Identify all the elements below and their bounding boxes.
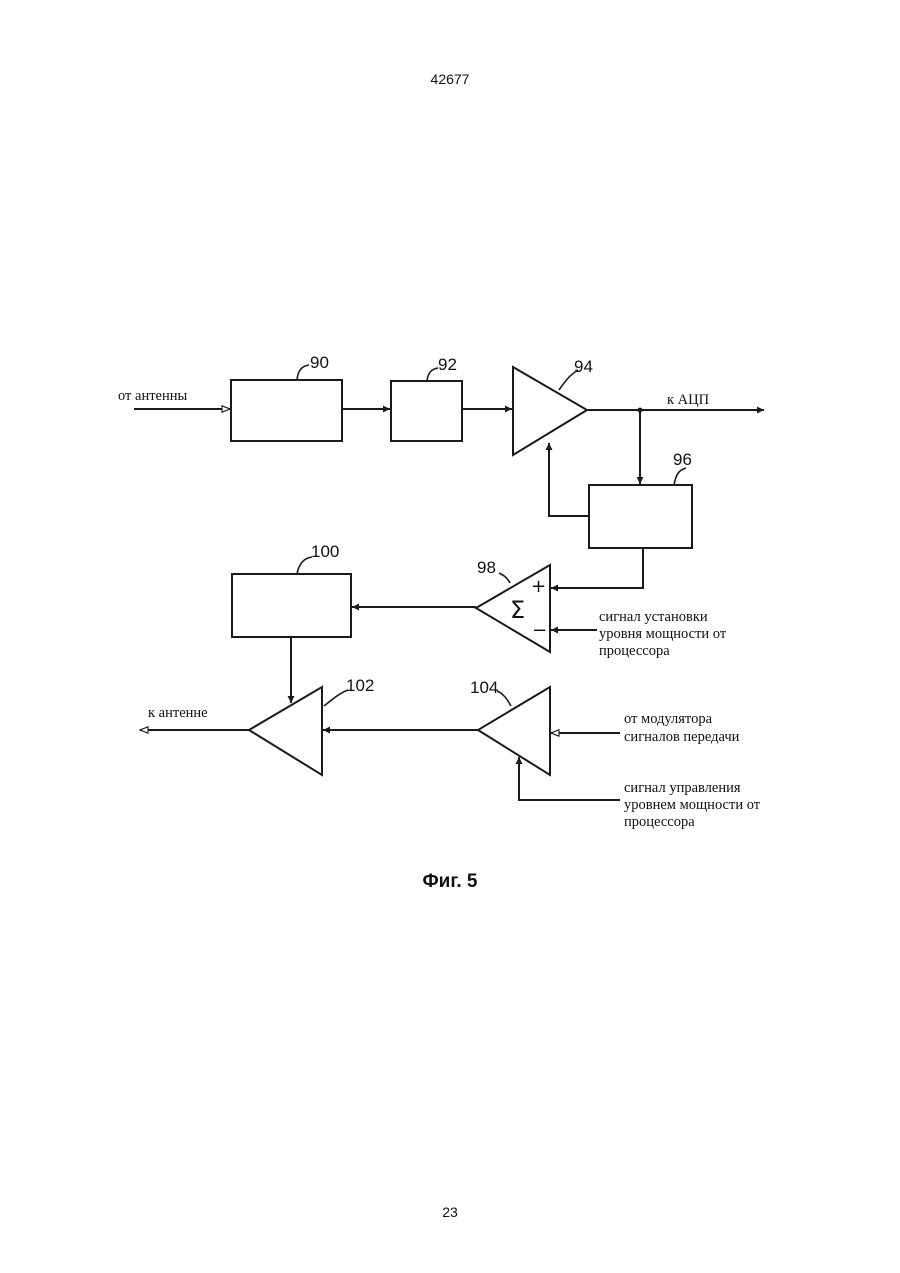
leader-98 (499, 573, 510, 583)
label-to-adc: к АЦП (667, 392, 710, 408)
label-power-set-line1: сигнал установки (599, 609, 708, 625)
amplifier-102 (249, 687, 322, 775)
label-modulator-line1: от модулятора (624, 711, 713, 727)
ref-90: 90 (310, 353, 329, 372)
leader-92 (427, 368, 438, 381)
ref-94: 94 (574, 357, 593, 376)
minus-sign: − (532, 620, 547, 641)
wire-96-to-94-gain (549, 443, 589, 516)
block-92 (391, 381, 462, 441)
amplifier-104 (478, 687, 550, 775)
ref-96: 96 (673, 450, 692, 469)
ref-98: 98 (477, 558, 496, 577)
sum-symbol: Σ (510, 596, 525, 624)
leader-102 (324, 690, 348, 706)
ref-104: 104 (470, 678, 498, 697)
label-to-antenna: к антенне (148, 705, 208, 721)
page-number: 23 (0, 1204, 900, 1220)
label-power-set-line2: уровня мощности от (599, 626, 727, 642)
leader-104 (497, 691, 511, 706)
figure-caption: Фиг. 5 (0, 871, 900, 893)
label-power-control-line1: сигнал управления (624, 780, 741, 796)
label-modulator-line2: сигналов передачи (624, 729, 740, 745)
amplifier-94 (513, 367, 587, 455)
wire-96-to-summer-plus (551, 548, 643, 588)
label-power-control-line2: уровнем мощности от (624, 797, 761, 813)
block-90 (231, 380, 342, 441)
label-from-antenna: от антенны (118, 388, 188, 404)
leader-100 (297, 557, 312, 574)
leader-96 (674, 468, 686, 485)
block-96 (589, 485, 692, 548)
leader-90 (297, 365, 309, 380)
ref-102: 102 (346, 676, 374, 695)
ref-100: 100 (311, 542, 339, 561)
plus-sign: + (531, 576, 546, 597)
block-100 (232, 574, 351, 637)
label-power-set-line3: процессора (599, 643, 670, 659)
ref-92: 92 (438, 355, 457, 374)
label-power-control-line3: процессора (624, 814, 695, 830)
